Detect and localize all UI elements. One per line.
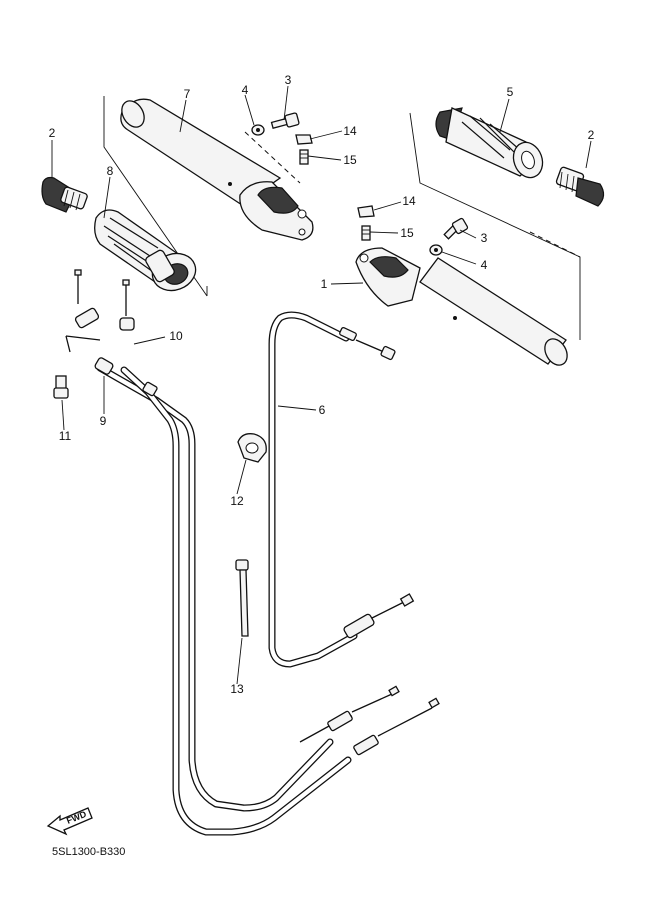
callout-7: 7 (184, 87, 191, 101)
throttle-grip[interactable] (94, 209, 201, 296)
callout-2-right: 2 (588, 128, 595, 142)
right-cap-nut[interactable] (357, 205, 375, 218)
fwd-arrow-icon: FWD (46, 807, 93, 836)
callout-8: 8 (107, 164, 114, 178)
callout-15-right: 15 (400, 226, 414, 240)
callout-4-right: 4 (481, 258, 488, 272)
reference-lines (103, 96, 581, 340)
right-bar-end-weight[interactable] (555, 166, 605, 207)
callout-15-left: 15 (343, 153, 357, 167)
callout-13: 13 (230, 682, 244, 696)
callout-5: 5 (507, 85, 514, 99)
callout-12: 12 (230, 494, 244, 508)
callout-14-right: 14 (402, 194, 416, 208)
throttle-cable-1[interactable] (96, 364, 400, 812)
left-handlebar[interactable] (117, 97, 314, 241)
callout-6: 6 (319, 403, 326, 417)
left-washer[interactable] (251, 124, 265, 136)
callout-numbers: 1 2 2 3 3 4 4 5 6 7 8 9 10 11 12 13 14 1… (49, 73, 595, 696)
clutch-cable[interactable] (268, 311, 415, 668)
left-screw[interactable] (299, 149, 309, 165)
cable-screw[interactable] (53, 375, 69, 399)
left-bar-end-weight[interactable] (41, 176, 88, 213)
callout-10: 10 (169, 329, 183, 343)
callout-4-left: 4 (242, 83, 249, 97)
callout-1: 1 (321, 277, 328, 291)
right-bolt[interactable] (443, 217, 469, 240)
callout-9: 9 (100, 414, 107, 428)
callout-3-left: 3 (285, 73, 292, 87)
right-handlebar[interactable] (355, 247, 572, 369)
callout-14-left: 14 (343, 124, 357, 138)
right-washer[interactable] (429, 244, 443, 256)
callout-3-right: 3 (481, 231, 488, 245)
throttle-cable-2[interactable] (120, 366, 440, 836)
callout-11: 11 (59, 429, 72, 443)
left-grip[interactable] (435, 107, 547, 182)
diagram-code: 5SL1300-B330 (52, 846, 125, 858)
leader-lines (51, 85, 592, 685)
cable-clamp[interactable] (237, 433, 267, 463)
cable-tie[interactable] (235, 559, 249, 637)
cable-fittings (65, 269, 158, 397)
callout-2-left: 2 (49, 126, 56, 140)
left-cap-nut[interactable] (295, 134, 313, 145)
left-bolt[interactable] (270, 112, 300, 130)
right-screw[interactable] (361, 225, 371, 241)
